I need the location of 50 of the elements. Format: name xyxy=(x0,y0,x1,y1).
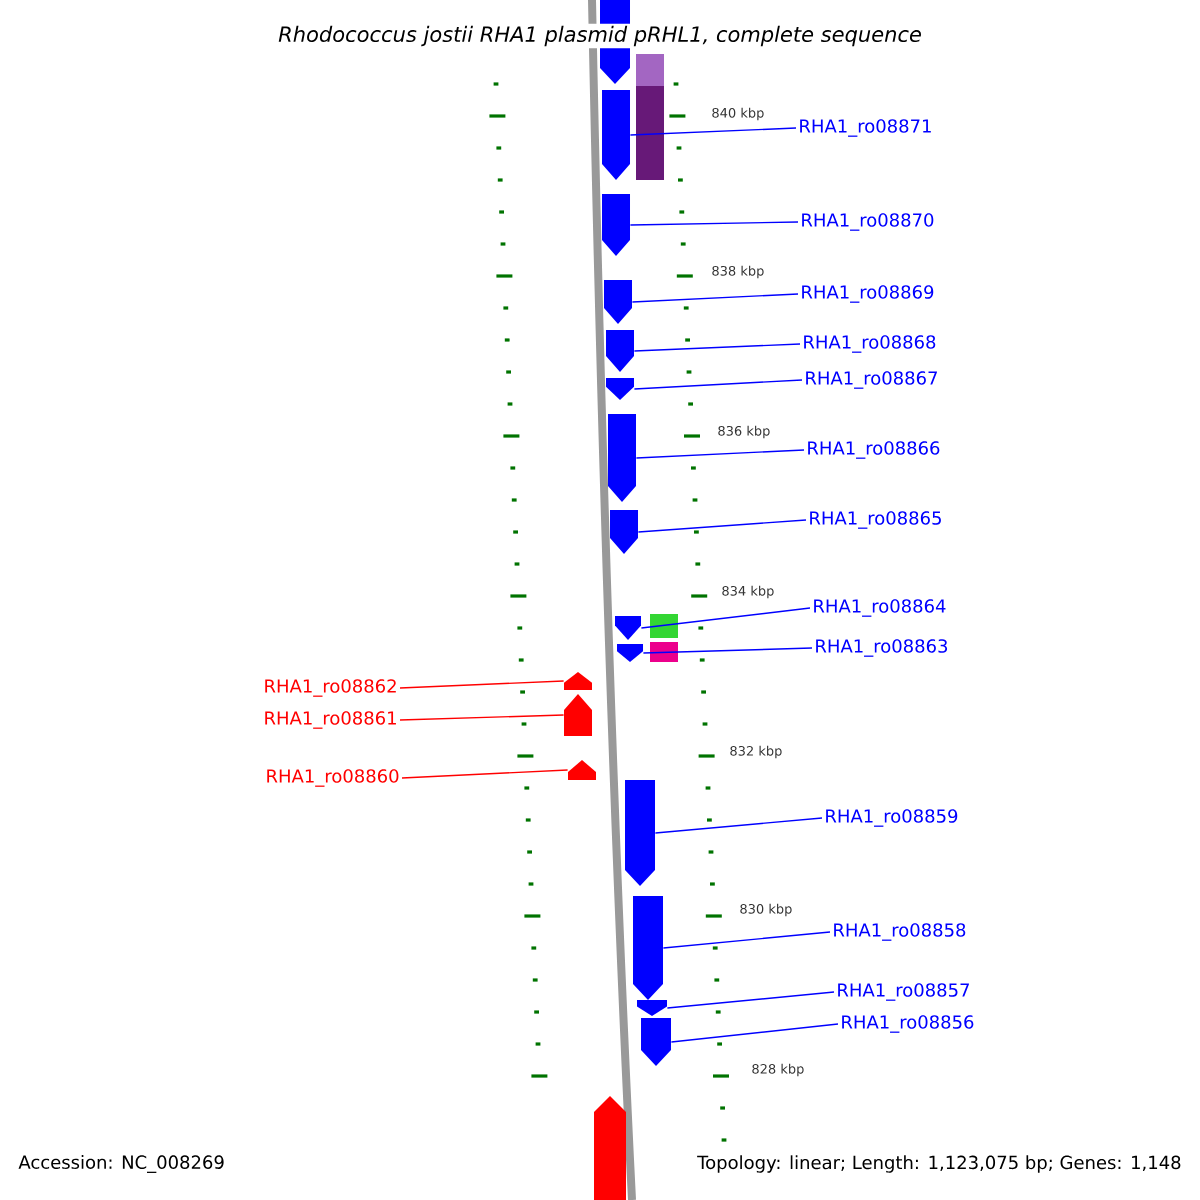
gene-label: RHA1_ro08858 xyxy=(834,923,966,941)
gene-feature xyxy=(602,194,630,256)
gene-label: RHA1_ro08862 xyxy=(265,679,396,697)
gene-feature xyxy=(604,280,632,324)
leader-line xyxy=(399,714,565,721)
leader-line xyxy=(670,1023,839,1043)
gene-feature xyxy=(625,780,655,886)
leader-line xyxy=(399,680,565,689)
gene-label: RHA1_ro08861 xyxy=(265,711,396,729)
gene-feature xyxy=(564,672,592,690)
gene-feature xyxy=(617,644,643,662)
gene-label: RHA1_ro08860 xyxy=(267,769,399,787)
gene-label: RHA1_ro08867 xyxy=(806,371,937,389)
gene-feature xyxy=(606,378,634,400)
leader-line xyxy=(631,293,799,303)
gene-feature xyxy=(615,616,641,640)
leader-line xyxy=(640,607,811,629)
leader-line xyxy=(629,127,797,136)
gene-label: RHA1_ro08870 xyxy=(802,213,934,231)
leader-line xyxy=(654,817,823,834)
gene-feature xyxy=(564,694,592,736)
leader-line xyxy=(635,449,805,459)
gene-label: RHA1_ro08868 xyxy=(804,335,936,353)
gene-feature xyxy=(602,90,630,180)
gene-label: RHA1_ro08863 xyxy=(816,639,948,657)
leader-line xyxy=(633,379,803,390)
leader-line xyxy=(633,343,801,352)
leader-line xyxy=(642,647,813,654)
leader-line xyxy=(637,519,807,533)
accession-text: Accession: NC_008269 xyxy=(18,1155,224,1173)
leader-line xyxy=(662,931,831,949)
gene-label: RHA1_ro08871 xyxy=(800,119,931,137)
gene-label: RHA1_ro08866 xyxy=(808,441,940,459)
gene-label: RHA1_ro08857 xyxy=(838,983,969,1001)
gene-label: RHA1_ro08856 xyxy=(842,1015,974,1033)
title: Rhodococcus jostii RHA1 plasmid pRHL1, complete sequence xyxy=(276,23,924,49)
gene-label: RHA1_ro08865 xyxy=(810,511,941,529)
gene-feature xyxy=(606,330,634,372)
gene-feature xyxy=(610,510,638,554)
leader-line xyxy=(401,769,569,779)
gene-feature xyxy=(608,414,636,502)
summary-text: Topology: linear; Length: 1,123,075 bp; Genes: 1,148 xyxy=(695,1153,1184,1175)
gene-label: RHA1_ro08869 xyxy=(802,285,934,303)
leader-line xyxy=(629,221,799,226)
leader-line xyxy=(666,991,835,1009)
gene-feature xyxy=(568,760,596,780)
gene-feature xyxy=(594,1096,626,1200)
gene-label: RHA1_ro08859 xyxy=(826,809,958,827)
gene-label: RHA1_ro08864 xyxy=(814,599,946,617)
gene-feature xyxy=(637,1000,667,1016)
